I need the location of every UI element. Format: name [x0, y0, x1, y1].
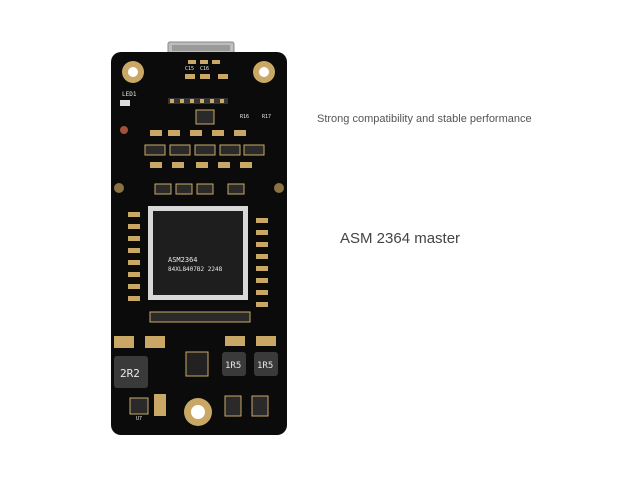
inductor-2r2-label: 2R2 — [120, 367, 140, 380]
silk-c15: C15 — [185, 66, 194, 72]
silkscreen-labels: LED1 C15 C16 R16 R17 U7 — [122, 66, 271, 422]
silk-c16: C16 — [200, 66, 209, 72]
caption-compatibility: Strong compatibility and stable performa… — [317, 113, 532, 125]
side-capacitors — [128, 212, 268, 323]
inductor-1r5-label-a: 1R5 — [225, 361, 241, 371]
inductor-1r5-label-b: 1R5 — [257, 361, 273, 371]
smd-components — [120, 60, 265, 195]
caption-asm2364-master: ASM 2364 master — [340, 230, 461, 247]
mounting-holes — [114, 61, 284, 426]
chip-marking-line1: ASM2364 — [168, 256, 198, 264]
asm2364-chip: ASM2364 84XL8407B2 2248 — [148, 206, 248, 300]
silk-r17: R17 — [262, 114, 271, 120]
silk-led1: LED1 — [122, 91, 137, 98]
power-section: 2R2 1R5 1R5 — [114, 336, 278, 417]
silk-r16: R16 — [240, 114, 249, 120]
chip-marking-line2: 84XL8407B2 2248 — [168, 266, 223, 273]
silk-u7: U7 — [136, 416, 142, 422]
